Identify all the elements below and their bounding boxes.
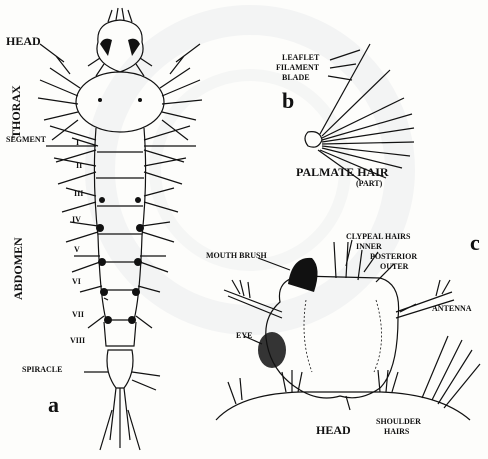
- segment-numeral: V: [74, 245, 80, 254]
- label-shoulder: SHOULDER: [376, 417, 421, 426]
- segment-numeral: II: [76, 161, 82, 170]
- label-abdomen: ABDOMEN: [11, 237, 25, 300]
- segment-numeral: I: [76, 138, 79, 147]
- label-mouth-brush: MOUTH BRUSH: [206, 251, 267, 260]
- segment-numerals: I II III IV V VI VII VIII: [70, 138, 85, 345]
- label-posterior: POSTERIOR: [370, 252, 417, 261]
- label-clypeal-hairs: CLYPEAL HAIRS: [346, 232, 411, 241]
- segment-numeral: VIII: [70, 336, 85, 345]
- label-head-c: HEAD: [316, 423, 351, 437]
- label-hairs: HAIRS: [384, 427, 410, 436]
- segment-numeral: III: [74, 189, 83, 198]
- label-head: HEAD: [6, 34, 41, 48]
- label-thorax: THORAX: [9, 85, 23, 138]
- label-inner: INNER: [356, 242, 382, 251]
- label-filament: FILAMENT: [276, 63, 320, 72]
- label-outer: OUTER: [380, 262, 409, 271]
- label-antenna: ANTENNA: [432, 304, 472, 313]
- panel-c-marker: c: [470, 230, 480, 255]
- segment-numeral: IV: [72, 215, 81, 224]
- segment-numeral: VII: [72, 310, 84, 319]
- label-leaflet: LEAFLET: [282, 53, 320, 62]
- label-palmate-hair: PALMATE HAIR: [296, 165, 389, 179]
- label-segment: SEGMENT: [6, 135, 47, 144]
- label-eye: EYE: [236, 331, 252, 340]
- panel-a-marker: a: [48, 392, 59, 417]
- label-blade: BLADE: [282, 73, 310, 82]
- label-part: (PART): [356, 179, 383, 188]
- label-spiracle: SPIRACLE: [22, 365, 62, 374]
- segment-numeral: VI: [72, 277, 81, 286]
- panel-b-marker: b: [282, 88, 294, 113]
